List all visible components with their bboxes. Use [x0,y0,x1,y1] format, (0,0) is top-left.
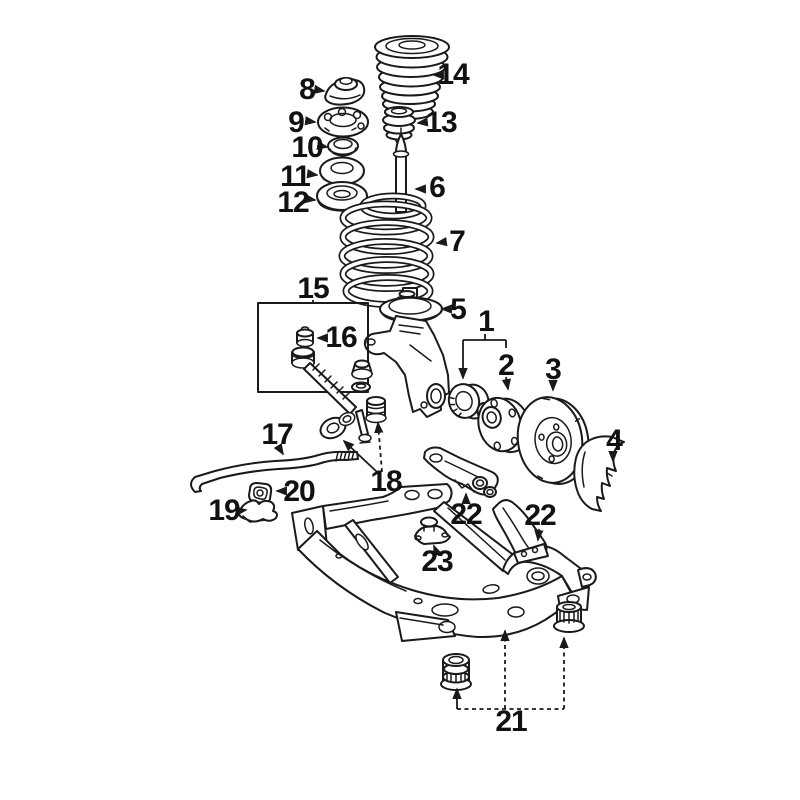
part-bump-stop [382,106,416,147]
part-strut-rod [392,127,410,213]
part-upper-spring-seat [319,156,365,186]
callout-19: 19 [208,494,248,527]
callout-23: 23 [421,544,454,578]
callout-label-11: 11 [280,160,310,193]
part-balljoint-nut [296,326,314,348]
part-stabilizer-bar [190,450,359,493]
callout-label-21: 21 [495,705,527,738]
part-subframe-bushing-right [553,601,585,633]
callout-1: 1 [458,305,507,380]
callout-label-20: 20 [283,475,315,508]
callout-13: 13 [416,106,458,139]
callout-18: 18 [342,421,403,498]
callout-label-6: 6 [429,171,445,204]
part-stabilizer-bracket [237,499,278,523]
callout-label-13: 13 [425,106,457,139]
callout-14: 14 [432,58,471,91]
callout-10: 10 [291,131,329,164]
callout-label-7: 7 [449,225,465,258]
callout-21: 21 [452,629,569,738]
callout-label-10: 10 [291,131,323,164]
part-steering-knuckle [363,315,450,418]
callout-label-12: 12 [277,186,309,219]
callout-label-9: 9 [288,106,304,139]
part-lower-spring-seat [379,287,443,323]
part-mount-bearing-plate [317,106,369,138]
callout-17: 17 [261,418,294,456]
part-subframe-bushing-left [440,653,472,691]
part-strut-mount [324,77,366,106]
callout-label-4: 4 [606,424,623,457]
callout-11: 11 [280,160,319,193]
callout-7: 7 [435,225,466,258]
callout-3: 3 [545,353,562,392]
part-mount-bracket [492,499,549,564]
callout-8: 8 [299,73,326,106]
callout-label-19: 19 [208,494,240,527]
callout-label-5: 5 [450,293,466,326]
callout-label-2: 2 [498,349,514,382]
callout-20: 20 [275,475,316,508]
part-support-arm-bracket [423,446,499,498]
callout-label-18: 18 [370,465,402,498]
callout-label-17: 17 [261,418,293,451]
callout-label-1: 1 [478,305,494,338]
part-brake-rotor [516,396,590,485]
callout-15: 15 [297,272,330,305]
callout-16: 16 [316,321,358,354]
part-mount-washer [327,136,359,157]
callouts: 1 2 3 4 5 6 7 8 [208,58,624,738]
callout-label-16: 16 [325,321,357,354]
part-control-arm [303,362,372,444]
callout-label-8: 8 [299,73,315,106]
callout-label-15: 15 [297,272,329,305]
part-arm-rear-bushing [365,396,387,424]
part-subframe-stopper [414,516,451,545]
part-balljoint-stud [291,346,315,369]
callout-label-22-left: 22 [450,498,482,531]
callout-label-23: 23 [421,545,453,578]
callout-label-14: 14 [437,58,470,91]
callout-6: 6 [414,171,446,204]
callout-12: 12 [277,186,317,219]
callout-2: 2 [498,349,515,391]
callout-label-3: 3 [545,353,561,386]
callout-22-left: 22 [450,492,483,531]
part-bushing-stop [351,359,373,393]
callout-22-right: 22 [524,499,557,542]
callout-4: 4 [606,424,624,463]
callout-5: 5 [440,293,467,326]
callout-label-22-right: 22 [524,499,556,532]
callout-9: 9 [288,106,317,139]
